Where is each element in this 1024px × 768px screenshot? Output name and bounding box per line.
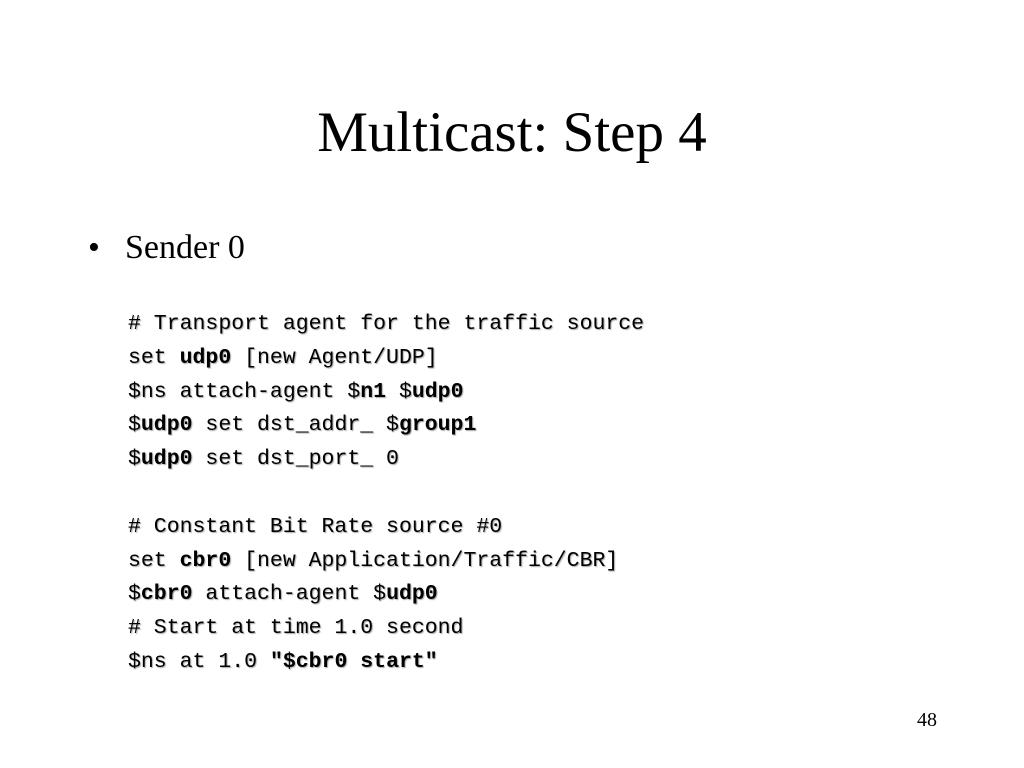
- code-keyword: "$: [269, 649, 296, 674]
- code-text: $: [128, 582, 141, 607]
- code-keyword: udp0: [140, 413, 193, 438]
- code-line: $udp0 set dst_port_ 0: [128, 443, 644, 477]
- code-text: set: [128, 548, 180, 573]
- code-text: # Start at time 1.0 second: [128, 616, 464, 641]
- code-keyword: group1: [398, 413, 477, 438]
- code-line: # Constant Bit Rate source #0: [128, 511, 644, 545]
- code-line: [128, 477, 644, 511]
- bullet-marker: •: [88, 229, 100, 266]
- code-keyword: n1: [360, 379, 387, 404]
- code-line: $ns at 1.0 "$cbr0 start": [128, 646, 644, 680]
- slide-title: Multicast: Step 4: [317, 101, 707, 164]
- code-line: set udp0 [new Agent/UDP]: [128, 342, 644, 376]
- code-text: $: [128, 447, 141, 472]
- code-text: # Constant Bit Rate source #0: [128, 514, 503, 539]
- page-number: 48: [917, 709, 937, 731]
- code-keyword: udp0: [386, 582, 438, 607]
- code-keyword: udp0: [140, 447, 193, 472]
- code-block: # Transport agent for the traffic source…: [128, 308, 644, 680]
- code-line: set cbr0 [new Application/Traffic/CBR]: [128, 545, 644, 579]
- code-line: # Transport agent for the traffic source: [128, 308, 644, 342]
- code-keyword: cbr0: [295, 649, 348, 674]
- code-text: $: [386, 379, 412, 404]
- code-line: # Start at time 1.0 second: [128, 612, 644, 646]
- code-text: set: [128, 345, 180, 370]
- code-text: $ns at 1.0: [128, 649, 270, 674]
- bullet-text: Sender 0: [125, 229, 245, 266]
- code-line: $udp0 set dst_addr_ $group1: [128, 409, 644, 443]
- code-keyword: start": [347, 649, 438, 674]
- code-text: # Transport agent for the traffic source: [128, 312, 645, 336]
- code-keyword: cbr0: [140, 582, 193, 607]
- code-text: [new Application/Traffic/CBR]: [231, 548, 619, 573]
- code-text: set dst_port_ 0: [192, 447, 399, 472]
- code-keyword: udp0: [411, 379, 464, 404]
- code-keyword: udp0: [179, 345, 232, 370]
- code-line: $ns attach-agent $n1 $udp0: [128, 376, 644, 410]
- code-text: [new Agent/UDP]: [231, 345, 438, 370]
- bullet-item: • Sender 0: [88, 226, 245, 270]
- code-keyword: cbr0: [179, 548, 232, 573]
- code-line: $cbr0 attach-agent $udp0: [128, 578, 644, 612]
- code-text: $ns attach-agent $: [128, 379, 361, 404]
- code-text: attach-agent $: [192, 582, 387, 607]
- code-text: set dst_addr_ $: [192, 413, 399, 438]
- code-text: $: [128, 413, 141, 438]
